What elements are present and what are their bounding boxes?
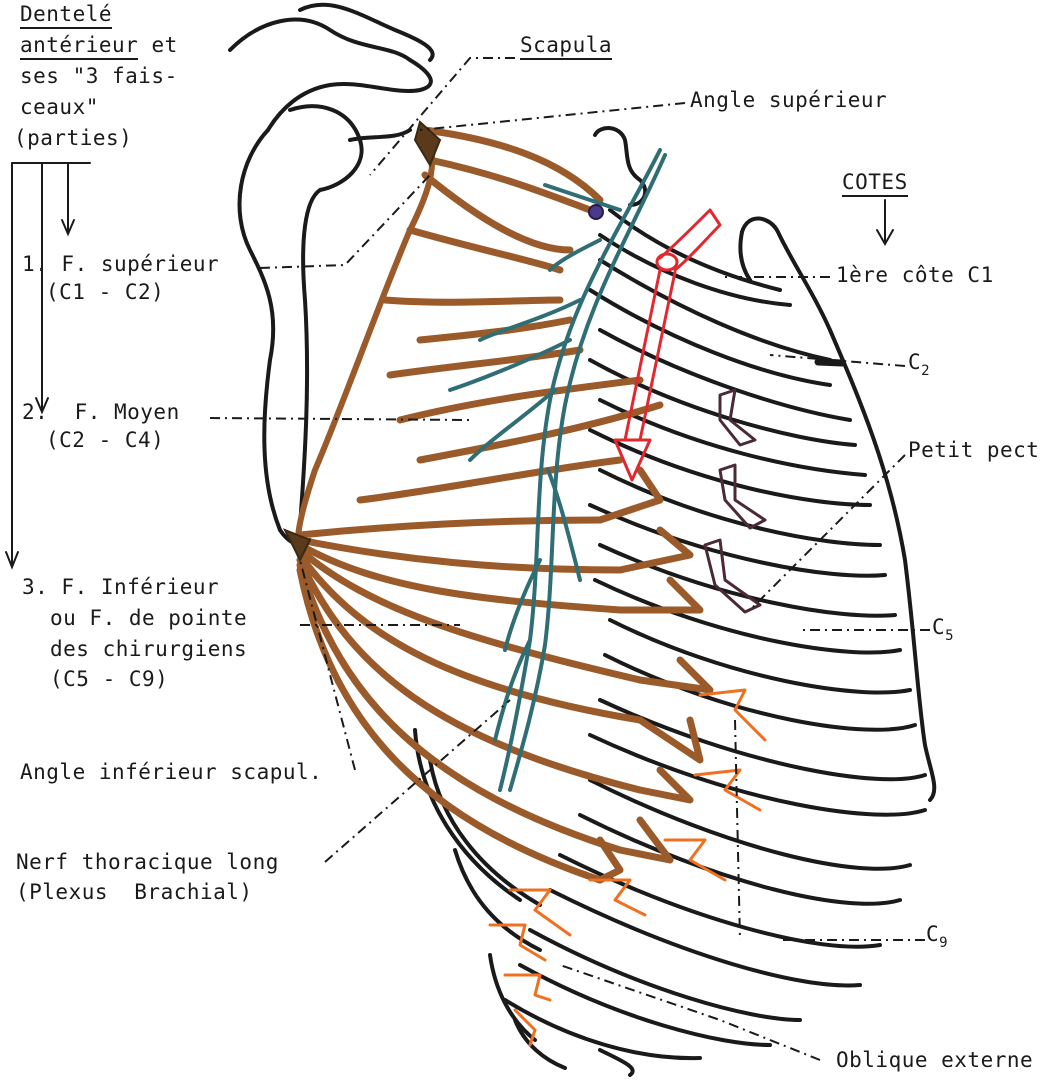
rib-c11-upper: [530, 930, 800, 1020]
label-c9-sub: 9: [939, 935, 948, 951]
label-cotes-text: COTES: [842, 170, 908, 197]
ob-arrow-3: [665, 840, 725, 880]
humerus-left: [240, 130, 280, 530]
middle-fasc-3: [390, 350, 580, 375]
rib-c9-lower: [580, 815, 900, 904]
leader-angle-sup: [420, 103, 685, 130]
label-c5-letter: C: [932, 615, 945, 639]
title-line-1: Dentelé: [20, 2, 112, 27]
title-line-2: antérieur et: [20, 33, 178, 58]
back-rib-3: [455, 850, 540, 950]
part-2-name: 2. F. Moyen: [22, 400, 180, 425]
digitation-7: [620, 820, 670, 860]
upper-band-2: [430, 160, 590, 210]
label-c9: C9: [926, 922, 948, 956]
part-3-name: 3. F. Inférieur: [22, 575, 219, 600]
nerve-branch-2: [550, 240, 600, 270]
rib-c3-lower: [590, 360, 855, 445]
rib-c12-tip: [600, 1050, 633, 1075]
label-c9-letter: C: [926, 922, 939, 946]
petit-pect-arrows: [705, 390, 765, 612]
ob-arrow-6: [490, 925, 545, 960]
leader-scapula: [370, 58, 515, 175]
middle-fasc-5: [420, 405, 660, 460]
middle-fasc-2: [420, 320, 570, 340]
rib-c2-upper: [600, 260, 830, 360]
leader-f-sup: [260, 175, 430, 268]
part-3-line2: ou F. de pointe: [50, 606, 247, 631]
part-1-name: 1. F. supérieur: [22, 252, 219, 277]
title-line-3: ses "3 fais-: [20, 64, 178, 89]
label-oblique-externe: Oblique externe: [836, 1048, 1033, 1073]
rib-c2-lower: [590, 290, 830, 385]
ob-arrow-2: [695, 770, 760, 810]
rib-c11-lower: [520, 965, 770, 1045]
title-et: et: [138, 33, 177, 57]
label-c5-sub: 5: [945, 628, 954, 644]
label-angle-inferieur: Angle inférieur scapul.: [20, 760, 322, 785]
title-dentele: Dentelé: [20, 2, 112, 29]
label-c2-letter: C: [908, 350, 921, 374]
label-nerf-line2: (Plexus Brachial): [16, 880, 253, 905]
label-c2-sub: 2: [921, 363, 930, 379]
ribcage-front-edge: [742, 218, 934, 800]
red-arrow-ring: [657, 254, 677, 270]
title-line-4: ceaux": [20, 95, 99, 120]
label-petit-pect: Petit pect: [908, 438, 1039, 463]
superior-fasc-2: [410, 230, 560, 270]
scapula-outline: [230, 5, 433, 546]
leader-lines: [210, 58, 930, 1060]
rib-c10-lower: [550, 890, 860, 985]
acromion: [300, 5, 433, 60]
part-3-range: (C5 - C9): [50, 667, 168, 692]
digitation-5: [640, 720, 700, 760]
label-nerf-line1: Nerf thoracique long: [16, 850, 279, 875]
middle-fasc-6: [360, 460, 620, 500]
label-cotes: COTES: [842, 170, 908, 195]
ob-arrow-4: [590, 880, 645, 915]
rib-c1-lower: [600, 235, 790, 305]
digitation-2: [620, 530, 690, 570]
c2-marker: [818, 362, 842, 363]
label-c5: C5: [932, 615, 954, 649]
clavicle: [230, 20, 431, 130]
title-line-5: (parties): [14, 126, 132, 151]
rib-c6-upper: [600, 545, 895, 616]
label-angle-superieur: Angle supérieur: [690, 88, 887, 113]
leader-oblique: [560, 965, 820, 1060]
part-2-range: (C2 - C4): [46, 428, 164, 453]
nerve-root-dot: [589, 205, 603, 219]
ribcage-top-notch: [740, 232, 750, 280]
oblique-arrows: [490, 690, 765, 1045]
label-c2: C2: [908, 350, 930, 384]
part-1-range: (C1 - C2): [46, 280, 164, 305]
humerus-right: [290, 106, 362, 525]
leader-f-moyen: [210, 418, 470, 420]
label-cote1: 1ère côte C1: [836, 263, 994, 288]
label-scapula-text: Scapula: [520, 33, 612, 60]
middle-fasc-1: [385, 300, 560, 302]
title-anterieur: antérieur: [20, 33, 138, 60]
label-scapula: Scapula: [520, 33, 612, 58]
part-3-line3: des chirurgiens: [50, 637, 247, 662]
